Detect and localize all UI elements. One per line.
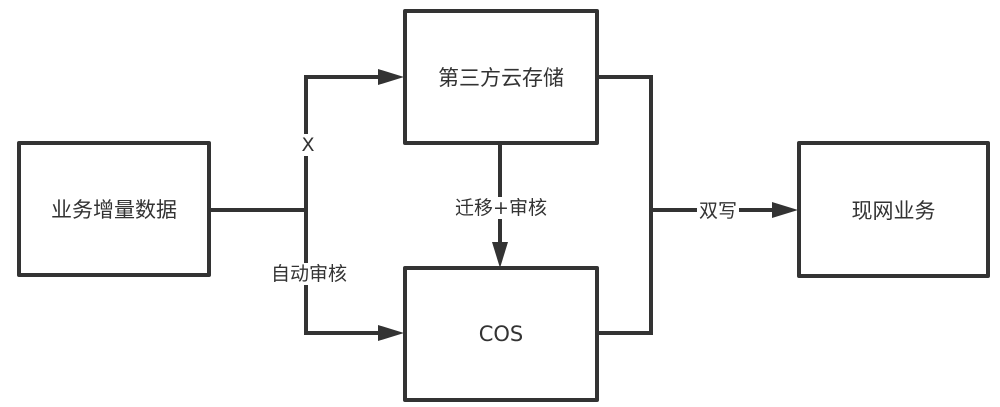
edge-third-party-merge [597,75,653,335]
arrowhead-third-party [378,69,404,85]
edge-label-migrate-review: 迁移+审核 [453,197,549,219]
node-live[interactable]: 现网业务 [797,141,990,278]
edge-label-dual-write: 双写 [696,200,740,222]
node-cos-label: COS [478,322,524,346]
node-third-party-label: 第三方云存储 [438,66,564,90]
edge-label-x: X [299,134,317,156]
node-source[interactable]: 业务增量数据 [17,141,211,277]
node-live-label: 现网业务 [851,198,936,223]
arrowhead-cos [378,325,404,341]
edge-label-auto-review: 自动审核 [268,263,350,285]
node-source-label: 业务增量数据 [51,198,177,222]
node-third-party[interactable]: 第三方云存储 [403,9,599,145]
node-cos[interactable]: COS [403,266,599,402]
arrowhead-migrate [492,242,508,268]
arrowhead-live [772,202,798,218]
